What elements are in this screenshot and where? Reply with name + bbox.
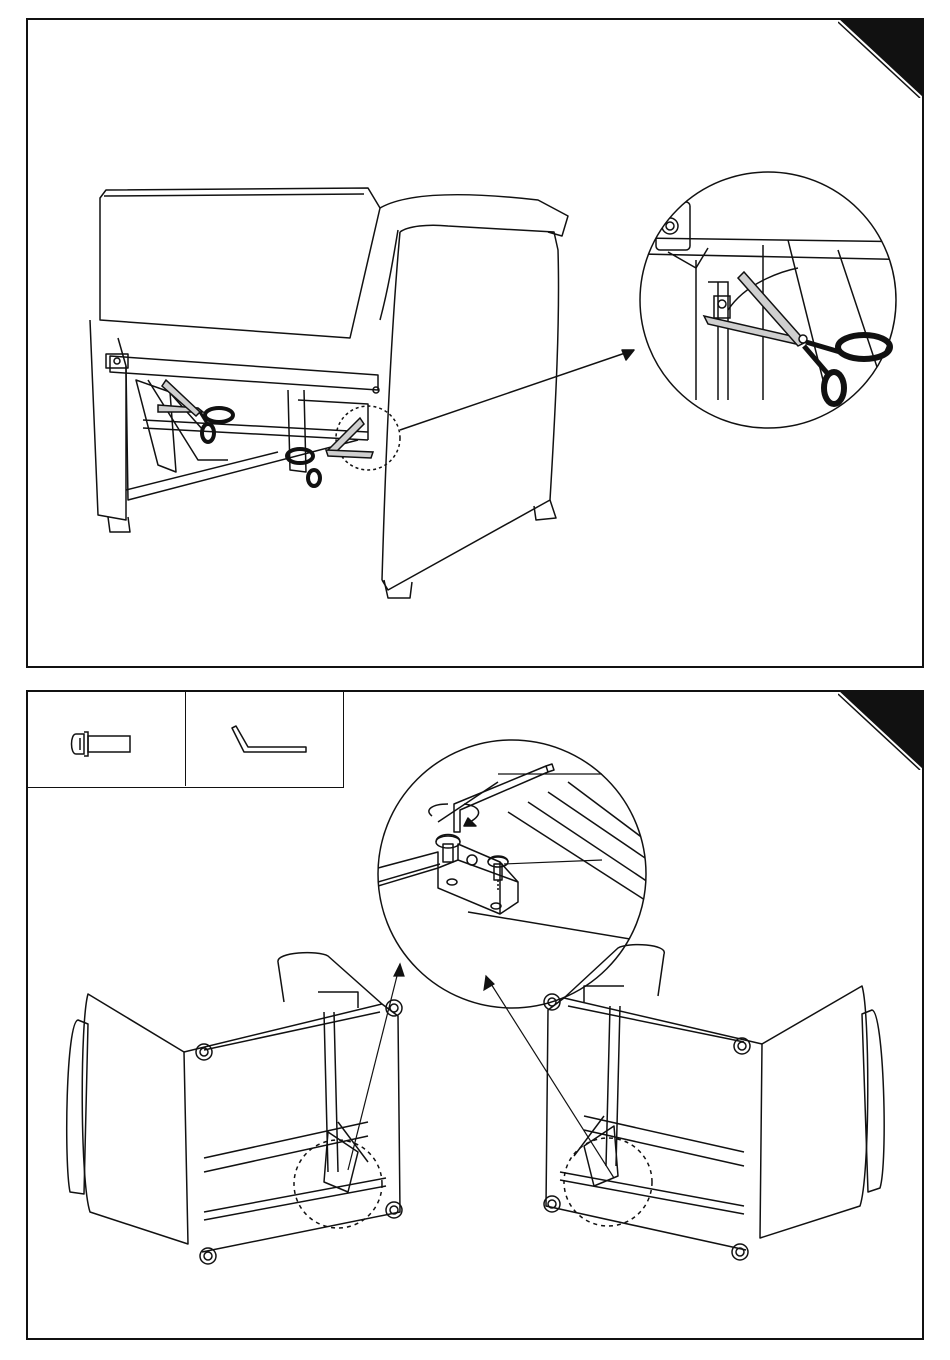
left-chair-underside [67, 953, 402, 1264]
step-panel-cut-ties [26, 18, 924, 668]
right-chair-underside [544, 945, 884, 1260]
chair-front-panel [100, 188, 380, 338]
step-panel-bolt-mechanism [26, 690, 924, 1340]
magnified-bolt-detail [378, 740, 648, 1008]
chair-illustration [28, 20, 922, 666]
glide-5 [734, 1038, 750, 1054]
glide-8 [732, 1244, 748, 1260]
armrest-side-panel [382, 225, 559, 590]
magnified-cut-detail [640, 172, 922, 428]
detail-leader-line [400, 350, 634, 430]
bolt-installation-illustration [28, 692, 922, 1338]
